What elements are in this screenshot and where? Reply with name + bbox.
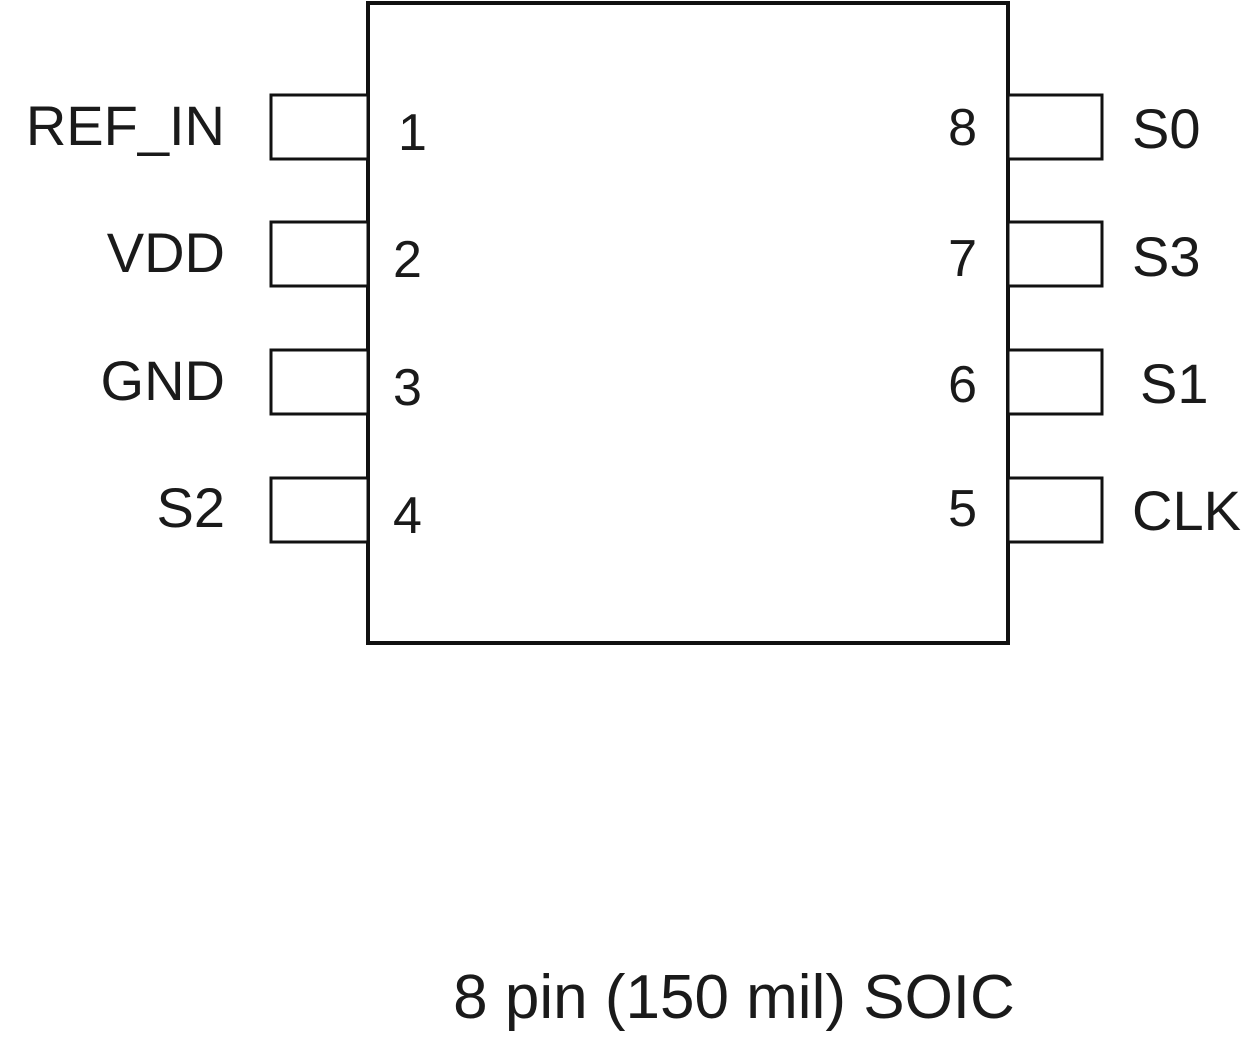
pin-1-lead — [269, 93, 370, 161]
pin-1: 1 REF_IN — [26, 93, 427, 162]
pin-3: 3 GND — [101, 348, 422, 417]
pin-6-number: 6 — [948, 356, 977, 414]
pin-8-label: S0 — [1132, 97, 1201, 160]
right-pins: 8 S0 7 S3 6 S1 5 CLK — [948, 93, 1241, 544]
left-pins: 1 REF_IN 2 VDD 3 GND 4 S2 — [26, 93, 427, 545]
pin-5-label: CLK — [1132, 479, 1241, 542]
pin-8-lead — [1006, 93, 1104, 161]
pin-3-label: GND — [101, 349, 225, 412]
pin-1-number: 1 — [398, 104, 427, 162]
pin-8-number: 8 — [948, 99, 977, 157]
pin-2-label: VDD — [107, 221, 225, 284]
pin-3-lead — [269, 348, 370, 416]
pin-3-number: 3 — [393, 359, 422, 417]
pin-2-number: 2 — [393, 231, 422, 289]
pin-4-number: 4 — [393, 487, 422, 545]
pin-2-lead — [269, 220, 370, 288]
pin-5: 5 CLK — [948, 476, 1241, 544]
pin-4-lead — [269, 476, 370, 544]
pin-6-lead — [1006, 348, 1104, 416]
pin-5-lead — [1006, 476, 1104, 544]
pin-5-number: 5 — [948, 480, 977, 538]
pin-7-label: S3 — [1132, 225, 1201, 288]
pin-7-number: 7 — [948, 230, 977, 288]
chip-body — [366, 1, 1010, 645]
pin-7-lead — [1006, 220, 1104, 288]
pin-6: 6 S1 — [948, 348, 1209, 416]
pin-6-label: S1 — [1140, 352, 1209, 415]
pin-7: 7 S3 — [948, 220, 1201, 288]
pin-8: 8 S0 — [948, 93, 1201, 161]
pin-1-label: REF_IN — [26, 94, 225, 157]
pin-4: 4 S2 — [157, 476, 422, 545]
pin-4-label: S2 — [157, 476, 226, 539]
package-caption: 8 pin (150 mil) SOIC — [453, 963, 1015, 1032]
pin-2: 2 VDD — [107, 220, 422, 289]
